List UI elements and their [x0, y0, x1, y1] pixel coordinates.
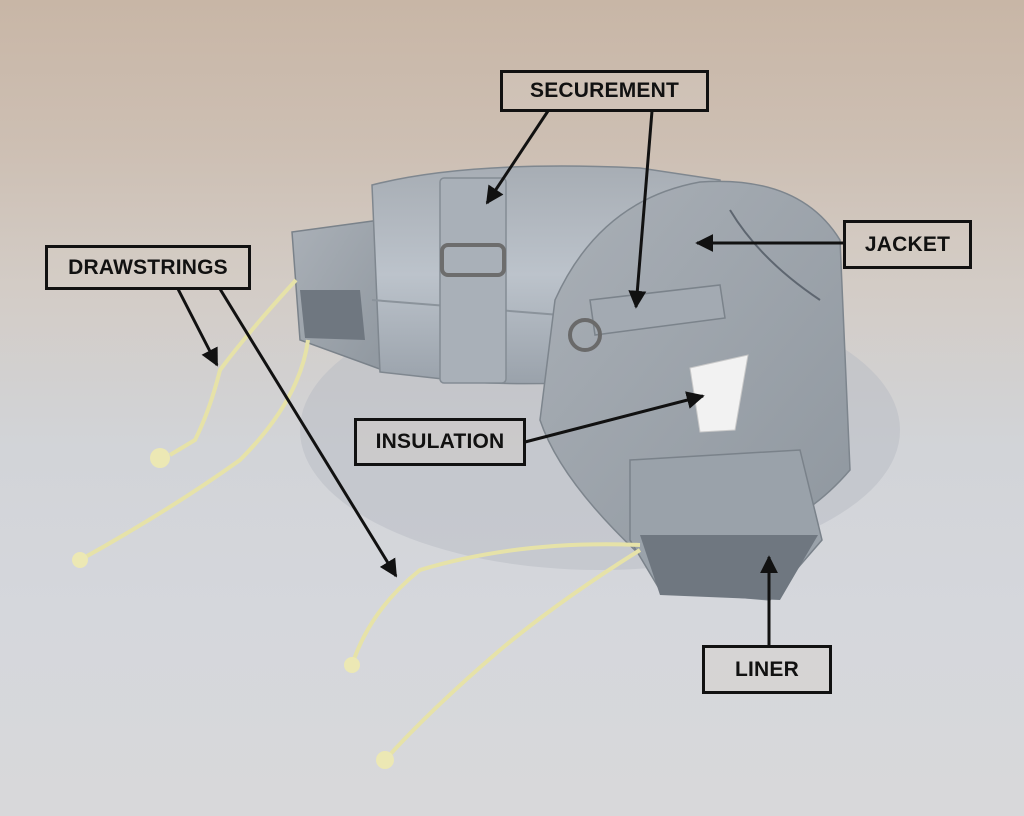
arrow-drawstrings-2	[218, 288, 398, 578]
arrow-insulation	[524, 391, 705, 444]
strap-left	[439, 177, 507, 384]
insulation-exposed	[689, 354, 749, 433]
liner-interior	[640, 535, 818, 600]
arrow-securement-1	[485, 110, 550, 205]
arrow-securement-2	[628, 110, 654, 309]
left-opening	[300, 290, 365, 340]
drawstring-2	[79, 339, 310, 562]
jacket-seam	[729, 209, 821, 301]
d-ring-left	[440, 243, 506, 277]
drawstring-knot	[150, 448, 170, 468]
d-ring-right	[568, 318, 602, 352]
drawstring-4	[383, 548, 642, 762]
drawstring-1	[168, 278, 298, 457]
label-securement: SECUREMENT	[500, 70, 709, 112]
drawstring-knot	[376, 751, 394, 769]
arrow-drawstrings-1	[176, 288, 219, 367]
label-liner: LINER	[702, 645, 832, 694]
drawstring-knot	[72, 552, 88, 568]
drawstring-knot	[344, 657, 360, 673]
label-drawstrings: DRAWSTRINGS	[45, 245, 251, 290]
label-jacket: JACKET	[843, 220, 972, 269]
callout-arrows	[176, 110, 843, 645]
label-insulation: INSULATION	[354, 418, 526, 466]
drawstring-3	[350, 542, 641, 666]
